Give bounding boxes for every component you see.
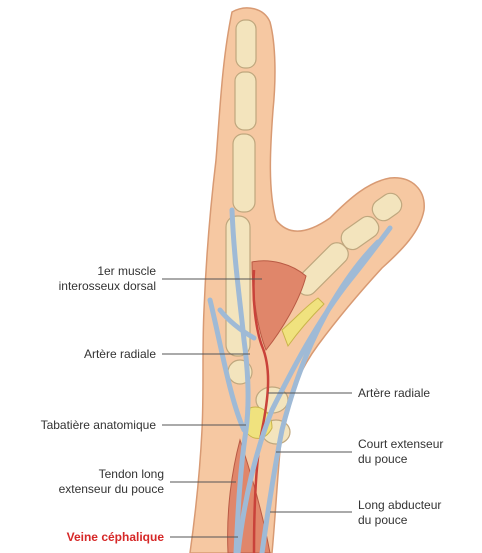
thumb-bones xyxy=(295,192,403,296)
tendon-band xyxy=(281,297,325,348)
leader-lines xyxy=(162,278,352,538)
label-abductor-pollicis-longus: Long abducteur du pouce xyxy=(358,498,442,527)
label-radial-artery-left: Artère radiale xyxy=(83,347,156,361)
veins-and-tendons xyxy=(207,207,393,553)
label-radial-artery-right: Artère radiale xyxy=(358,386,431,400)
label-cephalic-vein: Veine céphalique xyxy=(66,530,164,544)
radial-artery xyxy=(252,269,270,553)
label-extensor-pollicis-longus-tendon: Tendon long extenseur du pouce xyxy=(58,467,164,496)
label-first-dorsal-interosseous: 1er muscle interosseux dorsal xyxy=(58,264,156,293)
label-extensor-pollicis-brevis: Court extenseur du pouce xyxy=(358,437,444,466)
label-anatomical-snuffbox: Tabatière anatomique xyxy=(40,418,156,432)
